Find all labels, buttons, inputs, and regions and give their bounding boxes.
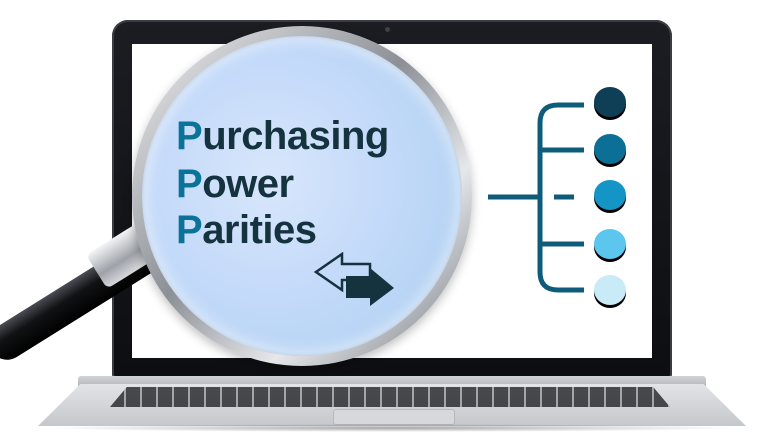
tree-node-5 [594, 275, 626, 305]
laptop-hinge [78, 376, 706, 386]
title-line-3-rest: arities [202, 208, 317, 252]
title-line-1-rest: urchasing [202, 114, 389, 158]
webcam-icon [385, 27, 390, 32]
title-line-2-rest: ower [202, 162, 294, 206]
tree-node-1 [594, 87, 626, 117]
title-line-3-initial: P [176, 208, 203, 252]
title-line-2-initial: P [176, 162, 203, 206]
title-line-1: Purchasing [176, 116, 389, 156]
laptop-shadow [40, 424, 744, 432]
tree-node-3 [594, 180, 626, 210]
tree-node-4 [594, 229, 626, 259]
arrow-right-solid [346, 268, 394, 306]
magnifier-lens [142, 36, 462, 356]
tree-node-2 [594, 134, 626, 164]
title-line-3: Parities [176, 210, 317, 250]
laptop-keyboard [110, 387, 670, 407]
tree-spine [537, 102, 559, 293]
exchange-arrows-icon [313, 252, 394, 306]
title-line-2: Power [176, 164, 294, 204]
laptop-trackpad [333, 409, 455, 425]
title-line-1-initial: P [176, 114, 203, 158]
